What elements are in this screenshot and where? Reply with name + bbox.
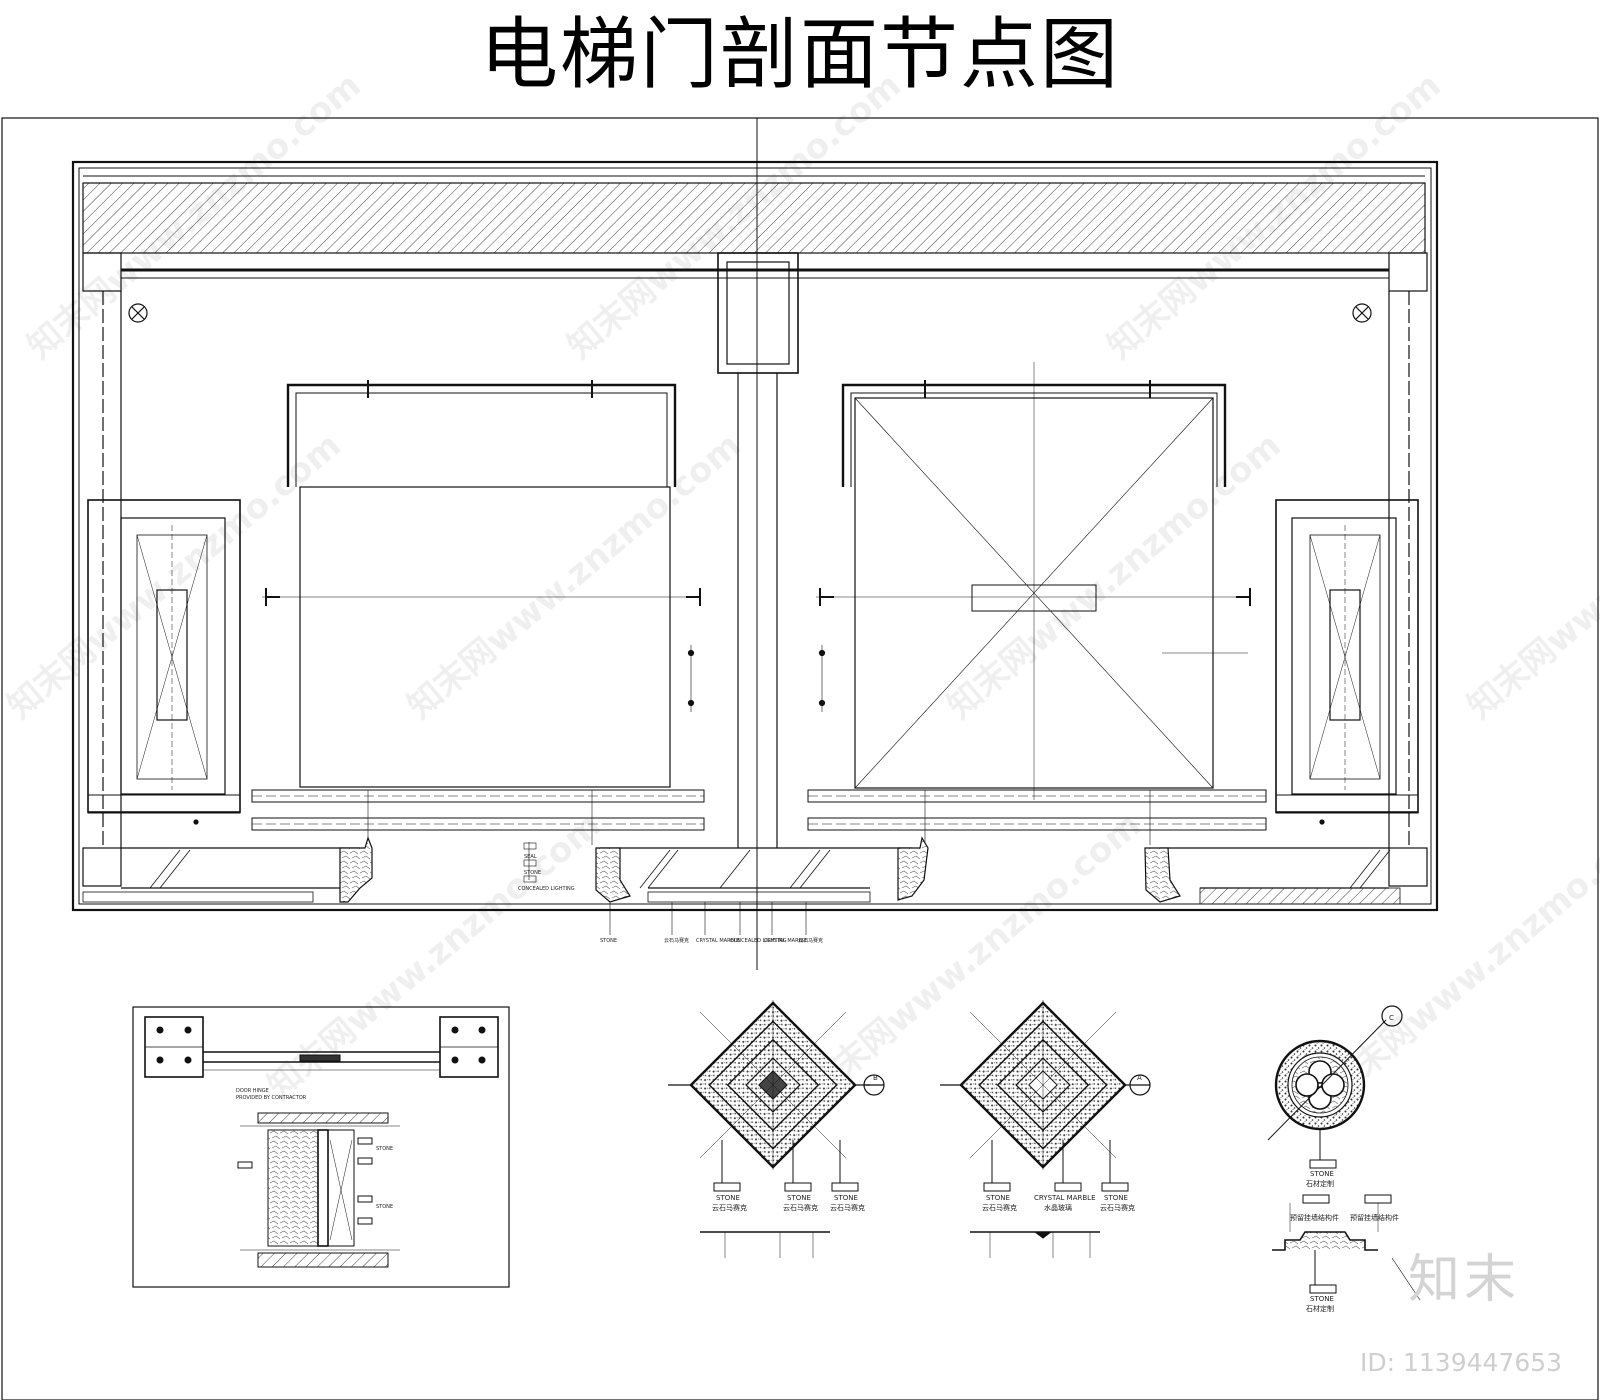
callout-stone: STONE: [787, 1194, 811, 1202]
callout-stone: STONE: [986, 1194, 1010, 1202]
callout-cloud-mosaic: 云石马赛克: [1100, 1203, 1135, 1212]
callout-crystal-glass: 水晶玻璃: [1044, 1203, 1072, 1212]
corner-column: [82, 847, 122, 887]
callout-stone: STONE: [524, 870, 541, 876]
sheet-border: [1, 117, 1599, 1400]
round-detail-c-text: C STONE 石材定制 预留挂墙结构件 预留挂墙结构件 STONE 石材定制: [1290, 1014, 1399, 1313]
corner-column: [82, 252, 122, 292]
door-sill-rails: [251, 789, 1267, 845]
door-hinge-label: DOOR HINGE: [236, 1088, 269, 1094]
callout-stone: STONE: [376, 1204, 393, 1210]
callout-stone: STONE: [716, 1194, 740, 1202]
plan-callout-text: SEAL STONE CONCEALED LIGHTING STONE 云石马赛…: [518, 854, 823, 944]
light-fixture-icon: [128, 303, 148, 323]
ceiling-light-panel: [971, 584, 1097, 612]
callout-cloud-mosaic: 云石马赛克: [664, 937, 689, 944]
callout-cloud-mosaic: 云石马赛克: [783, 1203, 818, 1212]
callout-cloud-mosaic: 云石马赛克: [982, 1203, 1017, 1212]
plan-outer-frame: [71, 160, 1439, 912]
right-elevator-car: [816, 362, 1251, 800]
plan-section: [71, 160, 1439, 912]
callout-crystal-marble: CRYSTAL MARBLE: [696, 938, 740, 944]
callout-stone: STONE: [600, 938, 617, 944]
callout-cloud-mosaic: 云石马赛克: [712, 1203, 747, 1212]
asset-id: ID: 1139447653: [1360, 1348, 1563, 1377]
contractor-label: PROVIDED BY CONTRACTOR: [236, 1095, 307, 1101]
callout-stone: STONE: [1310, 1295, 1334, 1303]
callout-concealed-lighting: CONCEALED LIGHTING: [518, 886, 575, 892]
callout-stone: STONE: [834, 1194, 858, 1202]
jamb-stone-profile: [339, 836, 1181, 903]
callout-reserved-structure: 预留挂墙结构件: [1290, 1213, 1339, 1222]
light-fixture-icon: [1352, 303, 1372, 323]
corner-column: [1388, 252, 1428, 292]
left-side-panel: [87, 499, 241, 825]
watermark: 知末网www.znzmo.com: [400, 425, 749, 727]
section-marker-a: A: [1137, 1074, 1142, 1082]
hinge-detail-box: [132, 1006, 510, 1288]
diamond-detail-a-text: A STONE 云石马赛克 CRYSTAL MARBLE 水晶玻璃 STONE …: [982, 1074, 1142, 1212]
bottom-base: [82, 847, 1401, 905]
callout-stone: STONE: [1310, 1170, 1334, 1178]
callout-stone: STONE: [1104, 1194, 1128, 1202]
drawing-title: 电梯门剖面节点图: [479, 10, 1120, 100]
top-beam-hatch: [82, 182, 1426, 254]
watermark: 知末网www.znzmo.com: [1460, 425, 1600, 727]
callout-stone: STONE: [376, 1146, 393, 1152]
hinge-detail-text: DOOR HINGE PROVIDED BY CONTRACTOR STONE …: [236, 1088, 393, 1210]
right-side-panel: [1275, 499, 1419, 825]
watermark: 知末网www.znzmo.com: [1320, 805, 1600, 1107]
brand-logo: 知末: [1408, 1250, 1521, 1310]
callout-reserved-structure: 预留挂墙结构件: [1350, 1213, 1399, 1222]
center-pier-head: [717, 252, 799, 374]
callout-crystal-marble: CRYSTAL MARBLE: [1034, 1194, 1096, 1202]
watermark: 知末网www.znzmo.com: [940, 425, 1289, 727]
round-detail-c: [1267, 1005, 1421, 1301]
callout-cloud-mosaic: 云石马赛克: [798, 937, 823, 944]
plan-callouts: [523, 842, 807, 935]
diamond-detail-b-text: B STONE 云石马赛克 STONE 云石马赛克 STONE 云石马赛克: [712, 1074, 878, 1212]
callout-concealed-lighting: CONCEALED LIGHTING: [730, 938, 787, 944]
section-marker-b: B: [873, 1074, 878, 1082]
diamond-detail-a: [940, 1000, 1151, 1258]
callout-crystal-marble: CRYSTAL MARBLE: [764, 938, 808, 944]
corner-column: [1388, 847, 1428, 887]
callout-cloud-mosaic: 云石马赛克: [830, 1203, 865, 1212]
section-marker-c: C: [1389, 1014, 1394, 1022]
callout-seal: SEAL: [524, 854, 537, 860]
left-elevator-car: [262, 380, 701, 788]
diamond-detail-b: [668, 1000, 885, 1258]
callout-stone-custom: 石材定制: [1306, 1304, 1334, 1313]
callout-stone-custom: 石材定制: [1306, 1179, 1334, 1188]
